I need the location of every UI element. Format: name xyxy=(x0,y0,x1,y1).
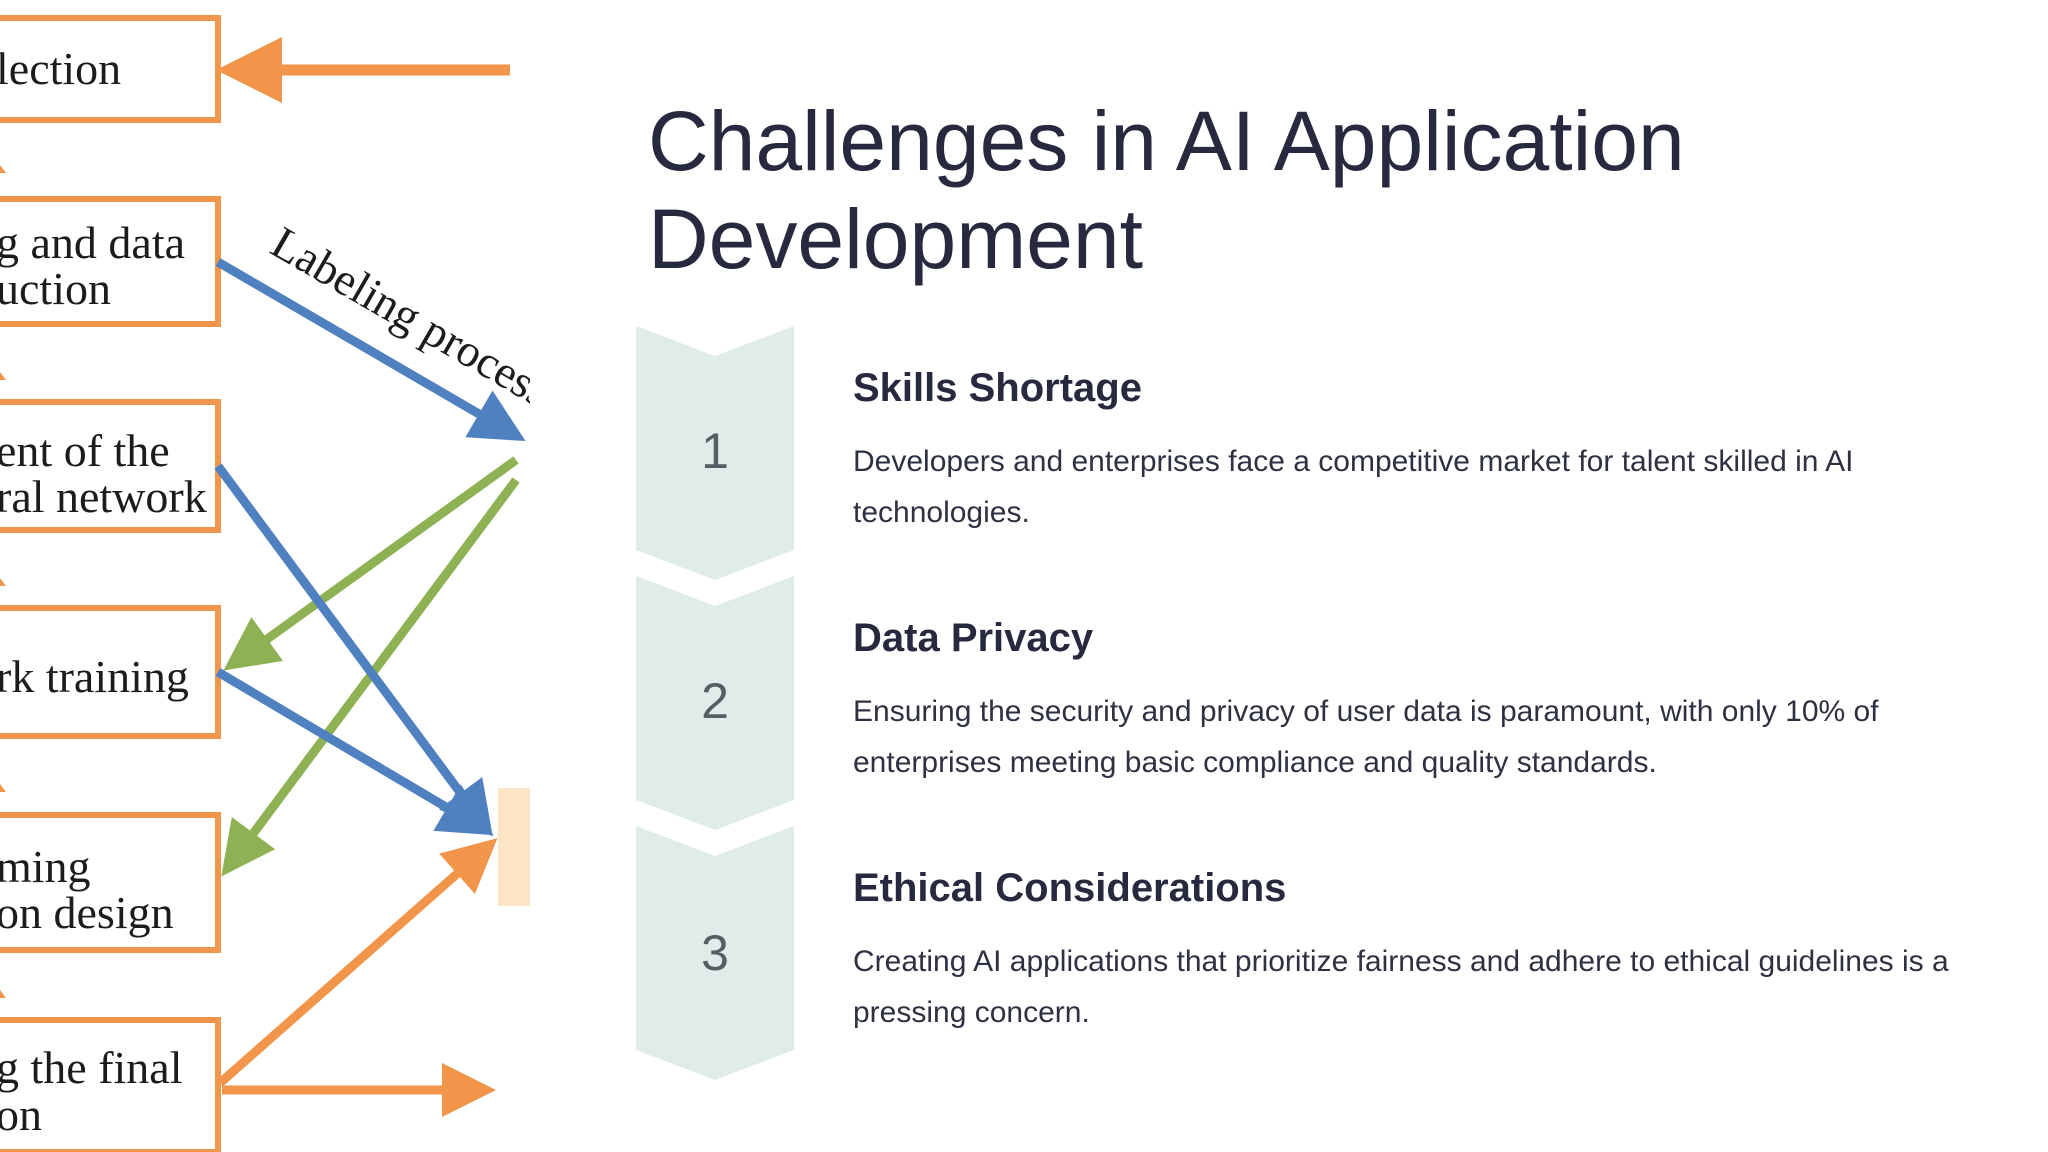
workflow-box-text: ming xyxy=(0,841,91,892)
step-number: 1 xyxy=(701,423,729,479)
workflow-box-text: on design xyxy=(0,887,174,938)
step-heading: Data Privacy xyxy=(853,616,1094,660)
workflow-box-text: rk training xyxy=(0,651,189,702)
step-description: Creating AI applications that prioritize… xyxy=(853,945,1949,1029)
target-node xyxy=(498,788,530,906)
step-number: 2 xyxy=(701,673,729,729)
step-description: Ensuring the security and privacy of use… xyxy=(853,695,1879,779)
workflow-box-text: ent of the xyxy=(0,425,170,476)
workflow-figure: lection g and data uction ent of the ral… xyxy=(0,15,530,1152)
workflow-box xyxy=(0,1017,221,1152)
green-arrow xyxy=(223,456,519,671)
workflow-box-text: g the final xyxy=(0,1042,183,1093)
step-chevron-2: 2 xyxy=(636,576,794,830)
workflow-box-text: uction xyxy=(0,263,111,314)
slide-title: Challenges in AI Application Development xyxy=(648,94,1685,286)
orange-arrow xyxy=(217,838,498,1087)
step-heading: Skills Shortage xyxy=(853,366,1142,410)
step-heading: Ethical Considerations xyxy=(853,866,1287,910)
blue-arrow xyxy=(215,258,526,442)
workflow-box-text: ral network xyxy=(0,471,207,522)
step-number: 3 xyxy=(701,925,729,981)
workflow-box xyxy=(0,196,221,327)
arrow-label: Labeling process xyxy=(263,216,530,417)
workflow-box xyxy=(0,812,221,953)
blue-arrow xyxy=(215,668,494,836)
step-description: Developers and enterprises face a compet… xyxy=(853,445,1854,529)
connector-tick xyxy=(0,165,6,998)
step-chevron-1: 1 xyxy=(636,326,794,580)
workflow-box-text: lection xyxy=(0,43,121,94)
workflow-box-text: g and data xyxy=(0,217,185,268)
workflow-box-text: on xyxy=(0,1089,42,1140)
blue-arrow xyxy=(214,463,493,837)
workflow-box xyxy=(0,605,221,739)
step-chevron-3: 3 xyxy=(636,826,794,1080)
